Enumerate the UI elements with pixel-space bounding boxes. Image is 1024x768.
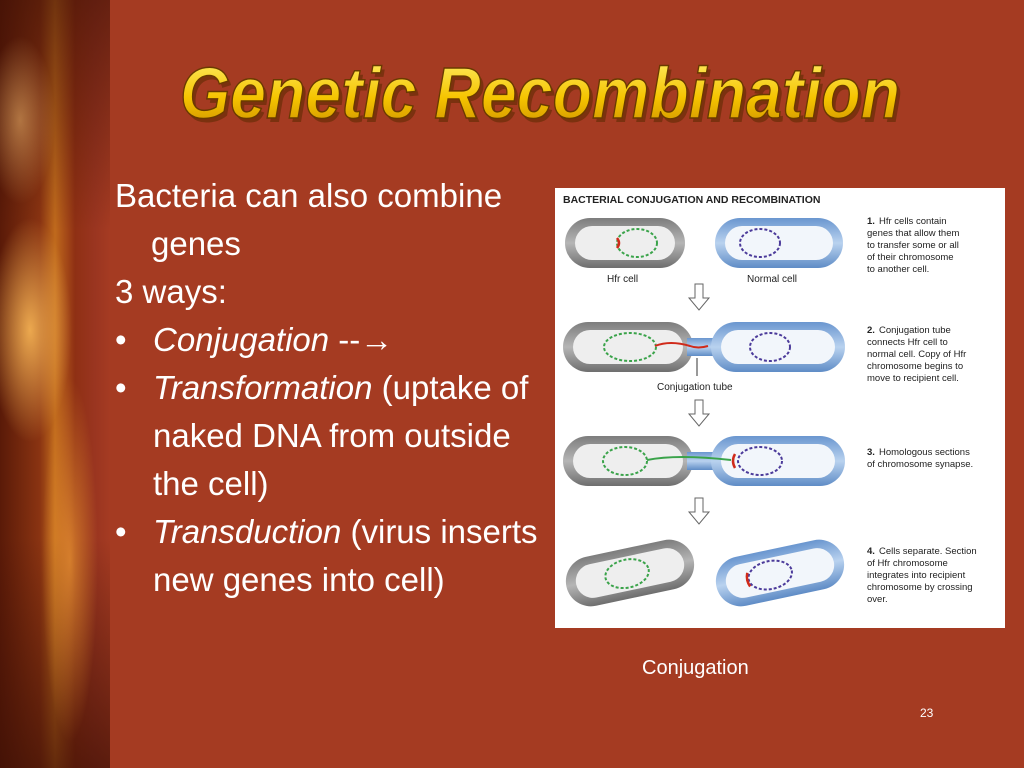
bullet-dot: • xyxy=(115,369,127,406)
down-arrow-3 xyxy=(687,497,711,525)
step-line: to transfer some or all xyxy=(867,240,959,251)
step-number: 4. xyxy=(867,546,875,557)
term-conjugation: Conjugation xyxy=(153,321,330,358)
step-2-text: 2. Conjugation tube connects Hfr cell to… xyxy=(867,325,966,384)
hfr-cell-interior xyxy=(575,548,685,598)
step-line: chromosome by crossing xyxy=(867,582,973,593)
rest-conjugation: --→ xyxy=(329,321,394,358)
step-line: integrates into recipient xyxy=(867,570,966,581)
step-line: move to recipient cell. xyxy=(867,373,959,384)
label-hfr-cell: Hfr cell xyxy=(607,274,638,285)
hfr-chromosome xyxy=(602,446,648,476)
transfer-segment xyxy=(654,342,709,349)
step-4-text: 4. Cells separate. Section of Hfr chromo… xyxy=(867,546,977,605)
hfr-cell-interior xyxy=(573,444,683,478)
figure-caption: Conjugation xyxy=(642,657,749,679)
step-number: 3. xyxy=(867,447,875,458)
step-line: Hfr cells contain xyxy=(879,216,947,227)
normal-chromosome xyxy=(739,228,781,258)
row-2: Conjugation tube xyxy=(563,322,845,393)
transfer-segment xyxy=(615,237,621,249)
synapse-segment xyxy=(731,453,737,469)
down-arrow-1 xyxy=(687,283,711,311)
hfr-chromosome xyxy=(616,228,658,258)
label-conjugation-tube: Conjugation tube xyxy=(657,382,733,393)
step-3-text: 3. Homologous sections of chromosome syn… xyxy=(867,447,973,470)
bullet-dot: • xyxy=(115,513,127,550)
hfr-cell-interior xyxy=(573,330,683,364)
intro-line-1: Bacteria can also combine genes xyxy=(115,177,503,262)
conjugation-figure: BACTERIAL CONJUGATION AND RECOMBINATION … xyxy=(555,188,1005,628)
hfr-cell-interior xyxy=(575,226,675,260)
normal-cell-interior xyxy=(721,330,835,364)
step-number: 1. xyxy=(867,216,875,227)
normal-cell-interior xyxy=(725,548,835,598)
down-arrow-2 xyxy=(687,399,711,427)
page-number: 23 xyxy=(920,706,934,720)
normal-cell-interior xyxy=(721,444,835,478)
slide-title: Genetic Recombination Genetic Recombinat… xyxy=(160,40,920,140)
label-normal-cell: Normal cell xyxy=(747,274,797,285)
bullet-conjugation: • Conjugation --→ xyxy=(115,316,555,364)
row-1: Hfr cell Normal cell xyxy=(565,218,843,285)
step-line: genes that allow them xyxy=(867,228,960,239)
hfr-chromosome xyxy=(603,332,657,362)
step-line: Conjugation tube xyxy=(879,325,951,336)
rest-transformation: (uptake of naked DNA from outside the ce… xyxy=(153,369,529,502)
hfr-chromosome xyxy=(604,558,650,590)
bullet-dot: • xyxy=(115,321,127,358)
step-line: of chromosome synapse. xyxy=(867,459,973,470)
normal-chromosome xyxy=(737,446,783,476)
step-line: connects Hfr cell to xyxy=(867,337,948,348)
step-line: Homologous sections xyxy=(879,447,970,458)
step-line: chromosome begins to xyxy=(867,361,963,372)
recipient-chromosome xyxy=(747,559,793,591)
rest-transduction: (virus inserts new genes into cell) xyxy=(153,513,538,598)
integrated-segment xyxy=(745,572,752,588)
intro-line-2: 3 ways: xyxy=(115,273,227,310)
title-text: Genetic Recombination xyxy=(180,54,900,134)
step-line: normal cell. Copy of Hfr xyxy=(867,349,966,360)
figure-heading: BACTERIAL CONJUGATION AND RECOMBINATION xyxy=(563,194,820,206)
term-transformation: Transformation xyxy=(153,369,373,406)
step-number: 2. xyxy=(867,325,875,336)
transfer-strand xyxy=(646,456,732,461)
bullet-transduction: • Transduction (virus inserts new genes i… xyxy=(115,508,555,604)
step-line: of their chromosome xyxy=(867,252,954,263)
term-transduction: Transduction xyxy=(153,513,342,550)
title-shadow: Genetic Recombination xyxy=(183,58,903,138)
body-text: Bacteria can also combine genes 3 ways: … xyxy=(115,172,555,604)
row-3 xyxy=(563,436,845,486)
step-line: Cells separate. Section xyxy=(879,546,977,557)
normal-chromosome xyxy=(749,332,791,362)
row-4 xyxy=(565,539,845,607)
step-line: to another cell. xyxy=(867,264,929,275)
glassware-photo-strip xyxy=(0,0,110,768)
step-line: over. xyxy=(867,594,888,605)
step-1-text: 1. Hfr cells contain genes that allow th… xyxy=(867,216,960,275)
step-line: of Hfr chromosome xyxy=(867,558,948,569)
bullet-transformation: • Transformation (uptake of naked DNA fro… xyxy=(115,364,555,508)
